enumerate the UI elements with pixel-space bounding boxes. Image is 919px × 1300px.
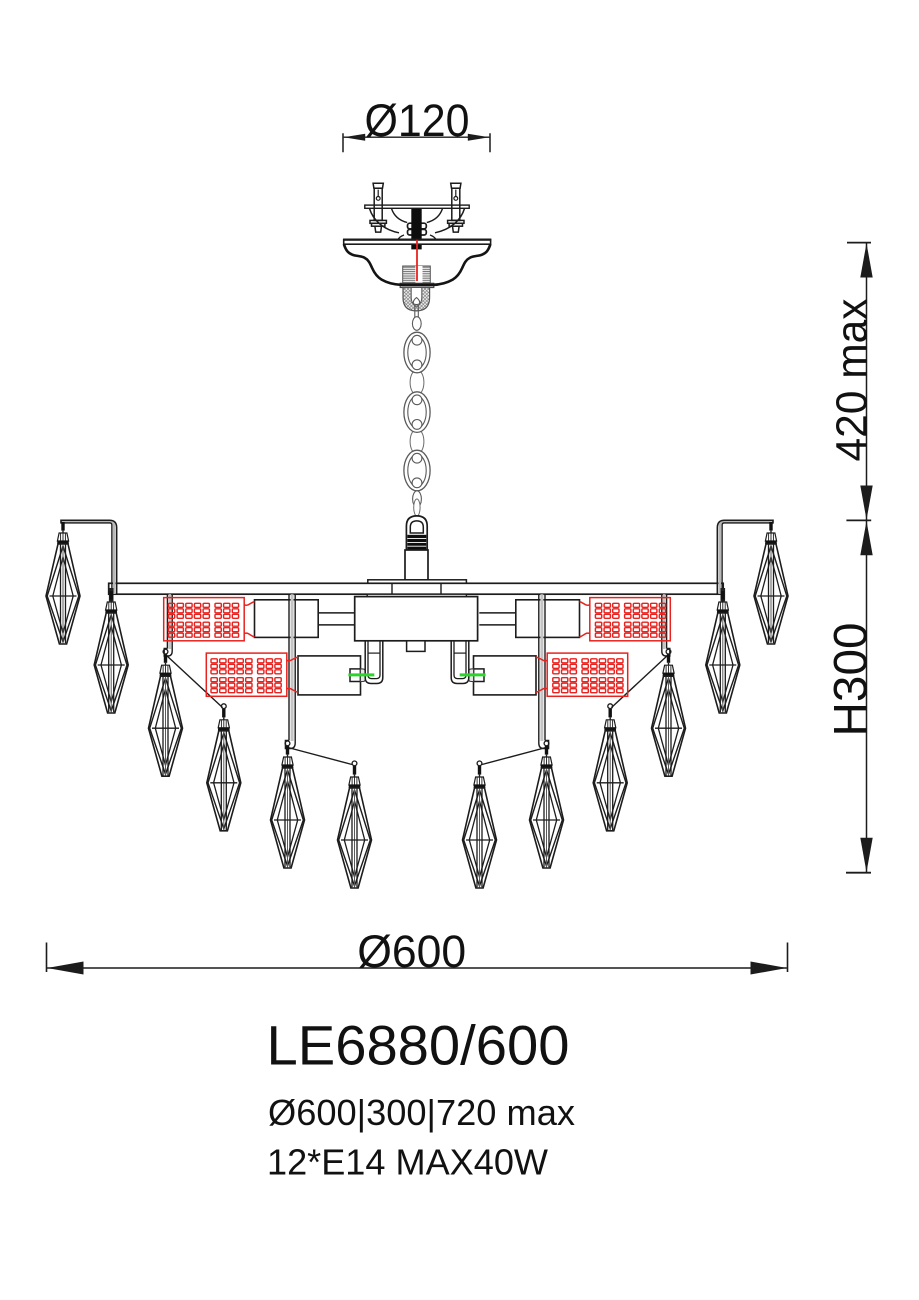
svg-text:Ø600: Ø600 <box>357 926 466 977</box>
svg-text:420 max: 420 max <box>827 299 876 462</box>
svg-text:LE6880/600: LE6880/600 <box>267 1014 570 1077</box>
svg-text:H300: H300 <box>823 623 876 737</box>
svg-text:Ø120: Ø120 <box>365 95 470 146</box>
svg-text:Ø600|300|720 max: Ø600|300|720 max <box>268 1092 575 1133</box>
svg-text:12*E14 MAX40W: 12*E14 MAX40W <box>267 1142 548 1183</box>
